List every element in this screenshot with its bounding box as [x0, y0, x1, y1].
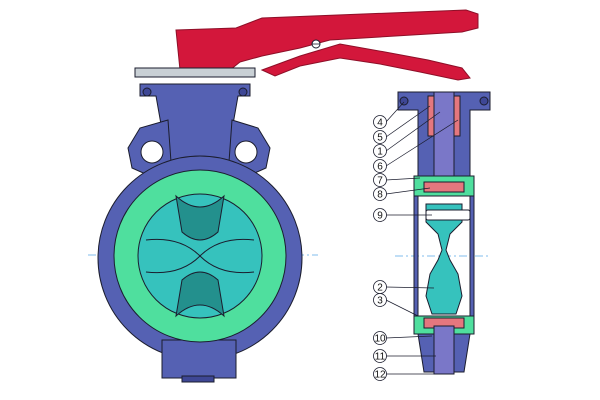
section-view	[395, 91, 491, 375]
callout-leader-line	[385, 105, 431, 138]
callout-number: 6	[377, 162, 383, 173]
callout-number: 3	[377, 296, 383, 307]
callout-number: 12	[374, 370, 386, 381]
lug-hole-left	[140, 140, 164, 164]
callout-bubble	[373, 130, 387, 144]
callout-1: 1	[373, 111, 441, 158]
callout-bubble	[373, 159, 387, 173]
callout-bubble	[373, 173, 387, 187]
callout-7: 7	[373, 173, 421, 187]
callout-9: 9	[373, 208, 432, 222]
bottom-notch	[181, 375, 215, 383]
callout-number: 2	[377, 283, 383, 294]
callout-layer: 4 5 1 6 7 8 9 2 3 10 11 12	[373, 101, 459, 381]
section-wall-left	[413, 195, 419, 317]
callout-bubble	[373, 293, 387, 307]
section-flange-bolt-right	[479, 96, 489, 106]
bottom-stem	[433, 325, 455, 375]
front-view	[88, 9, 479, 383]
callout-number: 5	[377, 133, 383, 144]
callout-5: 5	[373, 105, 431, 144]
callout-10: 10	[373, 331, 433, 345]
callout-number: 4	[377, 118, 383, 129]
disc-center-curve-right	[199, 238, 255, 274]
lug-hole-right	[234, 140, 258, 164]
lever-handle[interactable]	[175, 9, 479, 81]
callout-3: 3	[373, 293, 419, 317]
neck-bolt-left	[142, 87, 152, 97]
callout-leader-line	[385, 187, 431, 195]
callout-11: 11	[373, 349, 436, 363]
section-wall-right	[469, 195, 475, 317]
callout-6: 6	[373, 119, 459, 173]
neck-bolt-right	[238, 87, 248, 97]
callout-bubble	[373, 144, 387, 158]
callout-number: 9	[377, 211, 383, 222]
callout-4: 4	[373, 101, 405, 129]
callout-leader-line	[385, 119, 459, 167]
callout-leader-line	[385, 101, 405, 123]
callout-number: 7	[377, 176, 383, 187]
callout-12: 12	[373, 367, 438, 381]
callout-leader-line	[385, 299, 419, 317]
callout-bubble	[373, 349, 387, 363]
disc-upper-lobe	[175, 194, 225, 241]
callout-8: 8	[373, 187, 431, 201]
callout-bubble	[373, 367, 387, 381]
callout-bubble	[373, 115, 387, 129]
callout-leader-line	[385, 286, 435, 289]
callout-number: 8	[377, 190, 383, 201]
callout-leader-line	[385, 335, 433, 339]
disc-lower-lobe	[175, 271, 225, 318]
bottom-tab	[161, 339, 237, 379]
callout-bubble	[373, 208, 387, 222]
handle-lower-grip	[260, 43, 471, 81]
stem-bushing-left	[427, 95, 435, 137]
callout-leader-line	[385, 177, 421, 181]
section-flange-bolt-left	[399, 96, 409, 106]
stem-bushing-right	[453, 95, 461, 137]
disc-pin	[425, 209, 471, 221]
callout-number: 1	[377, 147, 383, 158]
callout-number: 10	[374, 334, 386, 345]
upper-seal-ring	[423, 181, 465, 193]
section-disc	[425, 203, 463, 315]
callout-bubble	[373, 331, 387, 345]
callout-2: 2	[373, 280, 435, 294]
stem	[433, 91, 455, 183]
callout-bubble	[373, 187, 387, 201]
top-mounting-plate	[134, 67, 256, 78]
callout-number: 11	[375, 352, 386, 363]
callout-leader-line	[385, 111, 441, 152]
